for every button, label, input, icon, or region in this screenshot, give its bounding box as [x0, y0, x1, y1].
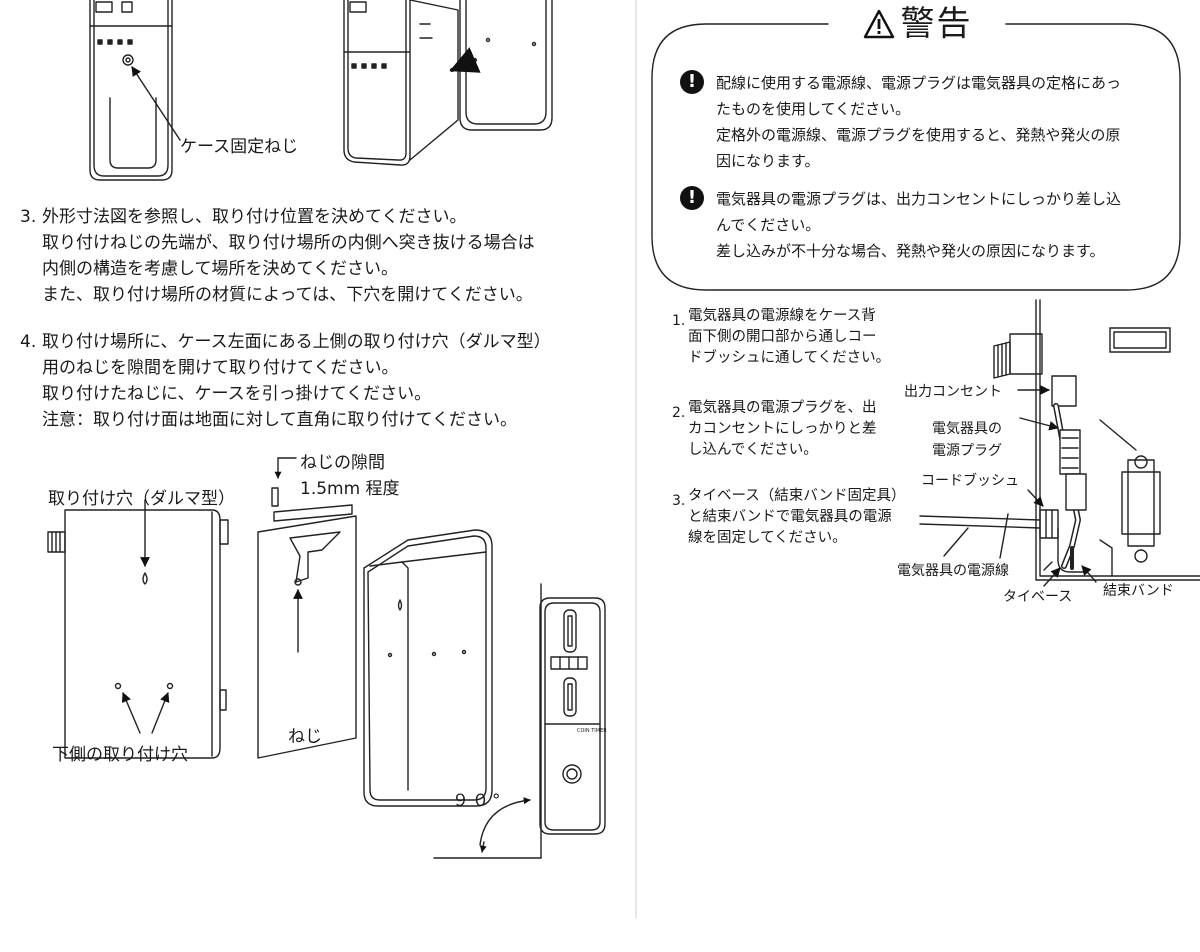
- plug-label-line-1: 電気器具の: [932, 421, 1002, 437]
- step-3-line-3: 内側の構造を考慮して場所を決めてください。: [42, 259, 398, 279]
- wiring-step-1-line-3: ドブッシュに通してください。: [688, 350, 891, 366]
- step-4-line-2: 用のねじを隙間を開けて取り付けてください。: [42, 358, 399, 378]
- step-number: 2.: [672, 405, 686, 421]
- step-number: 1.: [672, 313, 686, 329]
- warning-1-line-1: 配線に使用する電源線、電源プラグは電気器具の定格にあっ: [716, 74, 1122, 92]
- step-4-line-3: 取り付けたねじに、ケースを引っ掛けてください。: [42, 384, 432, 404]
- daruma-hole-label: 取り付け穴（ダルマ型）: [48, 489, 235, 509]
- wiring-step-3-line-1: タイベース（結束バンド固定具）: [688, 488, 906, 504]
- wall-plate-drawing: [257, 457, 357, 759]
- bushing-label: コードブッシュ: [921, 473, 1019, 489]
- step-3-line-2: 取り付けねじの先端が、取り付け場所の内側へ突き抜ける場合は: [42, 233, 535, 253]
- warning-1-line-3: 定格外の電源線、電源プラグを使用すると、発熱や発火の原: [716, 126, 1121, 144]
- plug-label-line-2: 電源プラグ: [932, 443, 1002, 459]
- screw-label: ねじ: [288, 727, 322, 747]
- step-4-line-1: 取り付け場所に、ケース左面にある上側の取り付け穴（ダルマ型）: [42, 332, 551, 352]
- exclamation-icon: !: [680, 70, 704, 94]
- exclamation-icon: !: [680, 186, 704, 210]
- wiring-step-1-line-1: 電気器具の電源線をケース背: [688, 308, 876, 324]
- lower-holes-label: 下側の取り付け穴: [52, 745, 188, 765]
- angle-label: ９０°: [452, 791, 504, 811]
- outlet-label: 出力コンセント: [904, 384, 1002, 400]
- case-side-drawing: [47, 499, 229, 759]
- mounted-unit-drawing: [433, 583, 606, 859]
- case-screw-label: ケース固定ねじ: [180, 137, 299, 157]
- screw-gap-value: 1.5mm 程度: [300, 479, 400, 499]
- step-4-line-4: 注意：取り付け面は地面に対して直角に取り付けてください。: [42, 410, 517, 430]
- cable-tie-label: 結束バンド: [1103, 583, 1174, 599]
- warning-1-line-2: たものを使用してください。: [716, 100, 911, 118]
- cable-label: 電気器具の電源線: [897, 563, 1009, 579]
- warning-frame: [651, 23, 1181, 291]
- warning-1-line-4: 因になります。: [716, 152, 820, 170]
- wiring-step-2-line-1: 電気器具の電源プラグを、出: [688, 400, 877, 416]
- wiring-step-2-line-3: し込んでください。: [688, 442, 818, 458]
- step-number: 4.: [20, 332, 37, 352]
- wiring-diagram: [919, 299, 1200, 587]
- top-case-drawing: [343, 0, 553, 166]
- wiring-step-1-line-2: 面下側の開口部から通しコー: [688, 329, 877, 345]
- warning-title-text: 警告: [900, 4, 973, 44]
- wiring-step-3-line-3: 線を固定してください。: [688, 530, 847, 546]
- screw-gap-label: ねじの隙間: [300, 453, 385, 473]
- step-3-line-4: また、取り付け場所の材質によっては、下穴を開けてください。: [42, 285, 533, 305]
- warning-2-line-1: 電気器具の電源プラグは、出力コンセントにしっかり差し込: [716, 190, 1122, 208]
- step-number: 3.: [20, 207, 37, 227]
- warning-title: 警告: [842, 4, 994, 44]
- top-front-unit-drawing: [89, 0, 181, 181]
- warning-2-line-3: 差し込みが不十分な場合、発熱や発火の原因になります。: [716, 242, 1105, 260]
- warning-triangle-icon: [863, 4, 895, 44]
- open-case-drawing: [363, 529, 493, 807]
- panel-brand-text: COIN TIMER: [577, 728, 607, 734]
- warning-2-line-2: んでください。: [716, 216, 821, 234]
- tie-base-label: タイベース: [1003, 589, 1073, 605]
- wiring-step-3-line-2: と結束バンドで電気器具の電源: [688, 509, 892, 525]
- step-3-line-1: 外形寸法図を参照し、取り付け位置を決めてください。: [42, 207, 467, 227]
- wiring-step-2-line-2: カコンセントにしっかりと差: [688, 421, 877, 437]
- step-number: 3.: [672, 493, 686, 509]
